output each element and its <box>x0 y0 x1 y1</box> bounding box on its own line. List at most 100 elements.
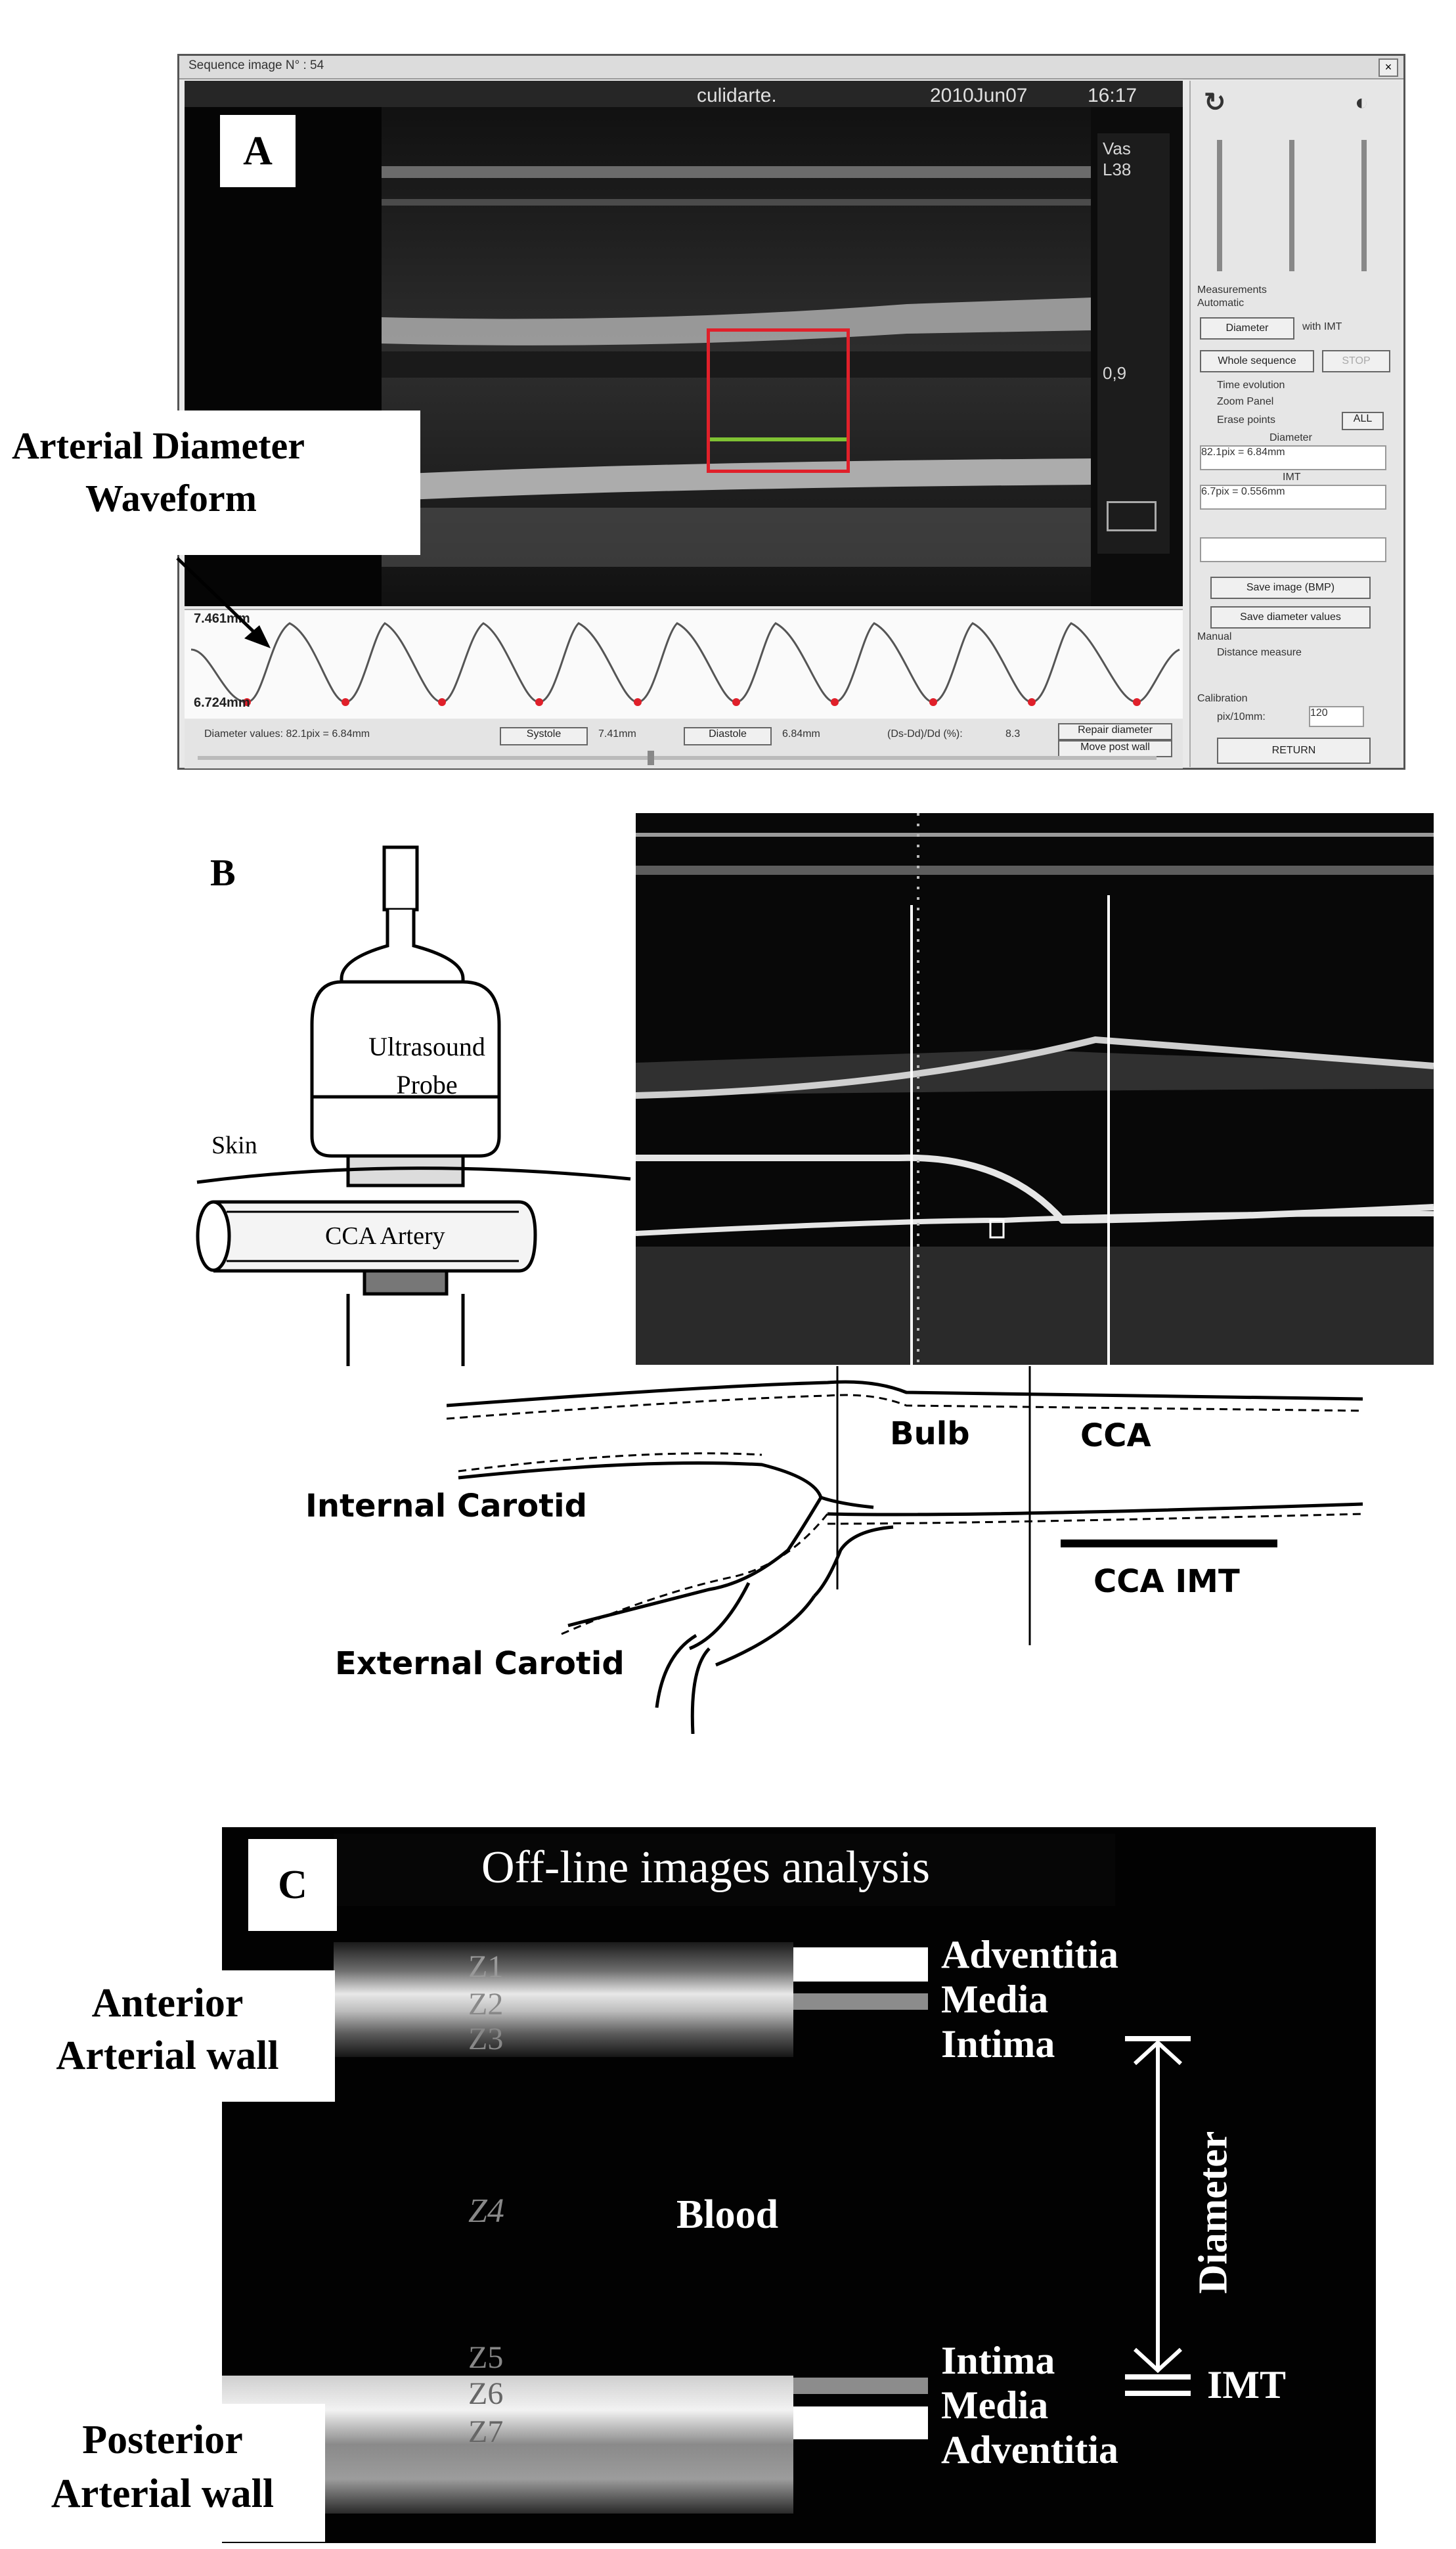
panel-a-label: A <box>220 115 296 187</box>
artery-label: CCA Artery <box>325 1222 445 1250</box>
contrast-slider[interactable] <box>1361 140 1367 271</box>
header-time: 16:17 <box>1088 85 1137 106</box>
gain-slider[interactable] <box>1289 140 1294 271</box>
manual-heading: Manual <box>1197 631 1232 642</box>
ratio-label: (Ds-Dd)/Dd (%): <box>887 728 963 740</box>
pix-per-cm-label: pix/10mm: <box>1217 711 1266 722</box>
whole-sequence-button[interactable]: Whole sequence <box>1200 350 1314 372</box>
imt-field: 6.7pix = 0.556mm <box>1200 485 1386 510</box>
z-label: Z5 <box>468 2340 504 2375</box>
roi-diameter-line <box>710 437 847 441</box>
contrast-icon: ◐ <box>1355 90 1369 115</box>
probe-diagram <box>196 845 631 1366</box>
offline-analysis-panel: Off-line images analysis <box>222 1827 1376 2543</box>
brightness-slider[interactable] <box>1217 140 1222 271</box>
measurement-bar: Diameter values: 82.1pix = 6.84mm Systol… <box>185 719 1183 768</box>
waveform-callout: Arterial Diameter Waveform <box>0 410 420 555</box>
automatic-heading: Automatic <box>1197 298 1245 309</box>
layer-label-top: Adventitia <box>941 1933 1118 1976</box>
bulb-label: Bulb <box>890 1415 970 1452</box>
wave-top-value: 7.461mm <box>194 611 250 626</box>
panel-b-label: B <box>210 851 236 894</box>
layer-label-bottom: Adventitia <box>941 2428 1118 2471</box>
software-window: Sequence image N° : 54 × culidarte. 2010… <box>177 54 1405 770</box>
carotid-bifurcation-diagram <box>447 1366 1363 1734</box>
move-post-wall-button[interactable]: Move post wall <box>1058 740 1172 757</box>
diameter-field: 82.1pix = 6.84mm <box>1200 445 1386 470</box>
waveform-svg <box>190 622 1180 706</box>
external-carotid-label: External Carotid <box>335 1645 625 1682</box>
anterior-label-2: Arterial wall <box>56 2033 279 2078</box>
diastole-button[interactable]: Diastole <box>684 727 772 745</box>
side-readout: 0,9 <box>1103 363 1127 383</box>
layer-label-bottom: Intima <box>941 2339 1055 2382</box>
ultrasound-header: culidarte. 2010Jun07 16:17 <box>185 81 1183 107</box>
measurements-heading: Measurements <box>1197 284 1267 296</box>
time-evolution-checkbox[interactable]: Time evolution <box>1217 380 1285 391</box>
probe-label-2: Probe <box>396 1070 458 1099</box>
layer-label-top: Intima <box>941 2022 1055 2066</box>
panel-c-label: C <box>248 1839 337 1931</box>
cca-label: CCA <box>1080 1417 1151 1454</box>
wall-layers-svg <box>222 1942 1191 2514</box>
layer-label-top: Media <box>941 1978 1049 2021</box>
imt-label: IMT <box>1207 2363 1286 2406</box>
z-label: Z6 <box>468 2376 504 2411</box>
probe-label-1: Ultrasound <box>368 1032 485 1061</box>
z-label: Z7 <box>468 2414 504 2449</box>
blood-label: Blood <box>676 2192 779 2237</box>
return-button[interactable]: RETURN <box>1217 738 1371 764</box>
diastole-value: 6.84mm <box>782 728 820 740</box>
systole-value: 7.41mm <box>598 728 636 740</box>
diameter-heading: Diameter <box>1269 432 1312 443</box>
header-name: culidarte. <box>697 85 777 106</box>
internal-carotid-label: Internal Carotid <box>305 1488 587 1524</box>
diameter-waveform-plot: 7.461mm 6.724mm <box>185 609 1183 719</box>
calibration-heading: Calibration <box>1197 693 1248 704</box>
anterior-label-box: Anterior Arterial wall <box>0 1970 335 2102</box>
roi-box[interactable] <box>707 328 850 473</box>
control-panel: ↻ ◐ Measurements Automatic Diameter with… <box>1189 81 1401 767</box>
posterior-label-2: Arterial wall <box>51 2471 275 2516</box>
diameter-values-text: Diameter values: 82.1pix = 6.84mm <box>204 728 370 740</box>
wave-bottom-value: 6.724mm <box>194 696 250 710</box>
layer-label-bottom: Media <box>941 2383 1049 2427</box>
display-settings-column: Vas L38 0,9 <box>1097 133 1170 554</box>
z-label: Z3 <box>468 2022 504 2056</box>
pix-per-cm-field[interactable]: 120 <box>1309 706 1364 727</box>
carotid-ultrasound-image <box>636 813 1434 1365</box>
skin-label: Skin <box>211 1132 257 1159</box>
all-button[interactable]: ALL <box>1342 412 1384 430</box>
systole-button[interactable]: Systole <box>500 727 588 745</box>
scrollbar-thumb[interactable] <box>648 751 654 765</box>
repair-diameter-button[interactable]: Repair diameter <box>1058 723 1172 740</box>
side-readout: L38 <box>1103 160 1132 179</box>
diameter-label: Diameter <box>1191 2131 1236 2294</box>
close-icon[interactable]: × <box>1379 58 1398 77</box>
erase-points-checkbox[interactable]: Erase points <box>1217 414 1275 426</box>
save-diameter-button[interactable]: Save diameter values <box>1210 606 1371 629</box>
window-title: Sequence image N° : 54 <box>188 58 324 72</box>
side-readout: Vas <box>1103 139 1131 158</box>
panel-c-title: Off-line images analysis <box>481 1842 930 1893</box>
save-image-button[interactable]: Save image (BMP) <box>1210 577 1371 599</box>
probe-icon <box>1107 501 1157 531</box>
zoom-panel-checkbox[interactable]: Zoom Panel <box>1217 396 1274 407</box>
cca-imt-label: CCA IMT <box>1093 1563 1240 1600</box>
z-label: Z4 <box>468 2192 504 2230</box>
header-date: 2010Jun07 <box>930 85 1028 106</box>
with-imt-checkbox[interactable]: with IMT <box>1302 321 1342 332</box>
anterior-label-1: Anterior <box>91 1981 244 2026</box>
stop-button[interactable]: STOP <box>1322 350 1390 372</box>
window-titlebar: Sequence image N° : 54 × <box>179 56 1403 79</box>
posterior-label-box: Posterior Arterial wall <box>0 2404 325 2542</box>
ratio-value: 8.3 <box>1005 728 1021 740</box>
brightness-icon: ↻ <box>1204 88 1226 117</box>
callout-line-2: Waveform <box>85 477 257 520</box>
title-band <box>334 1834 1115 1906</box>
sequence-scrollbar[interactable] <box>198 756 1157 760</box>
diameter-button[interactable]: Diameter <box>1200 317 1294 340</box>
imt-heading: IMT <box>1283 472 1301 483</box>
distance-measure-checkbox[interactable]: Distance measure <box>1217 647 1302 658</box>
blank-field <box>1200 537 1386 562</box>
